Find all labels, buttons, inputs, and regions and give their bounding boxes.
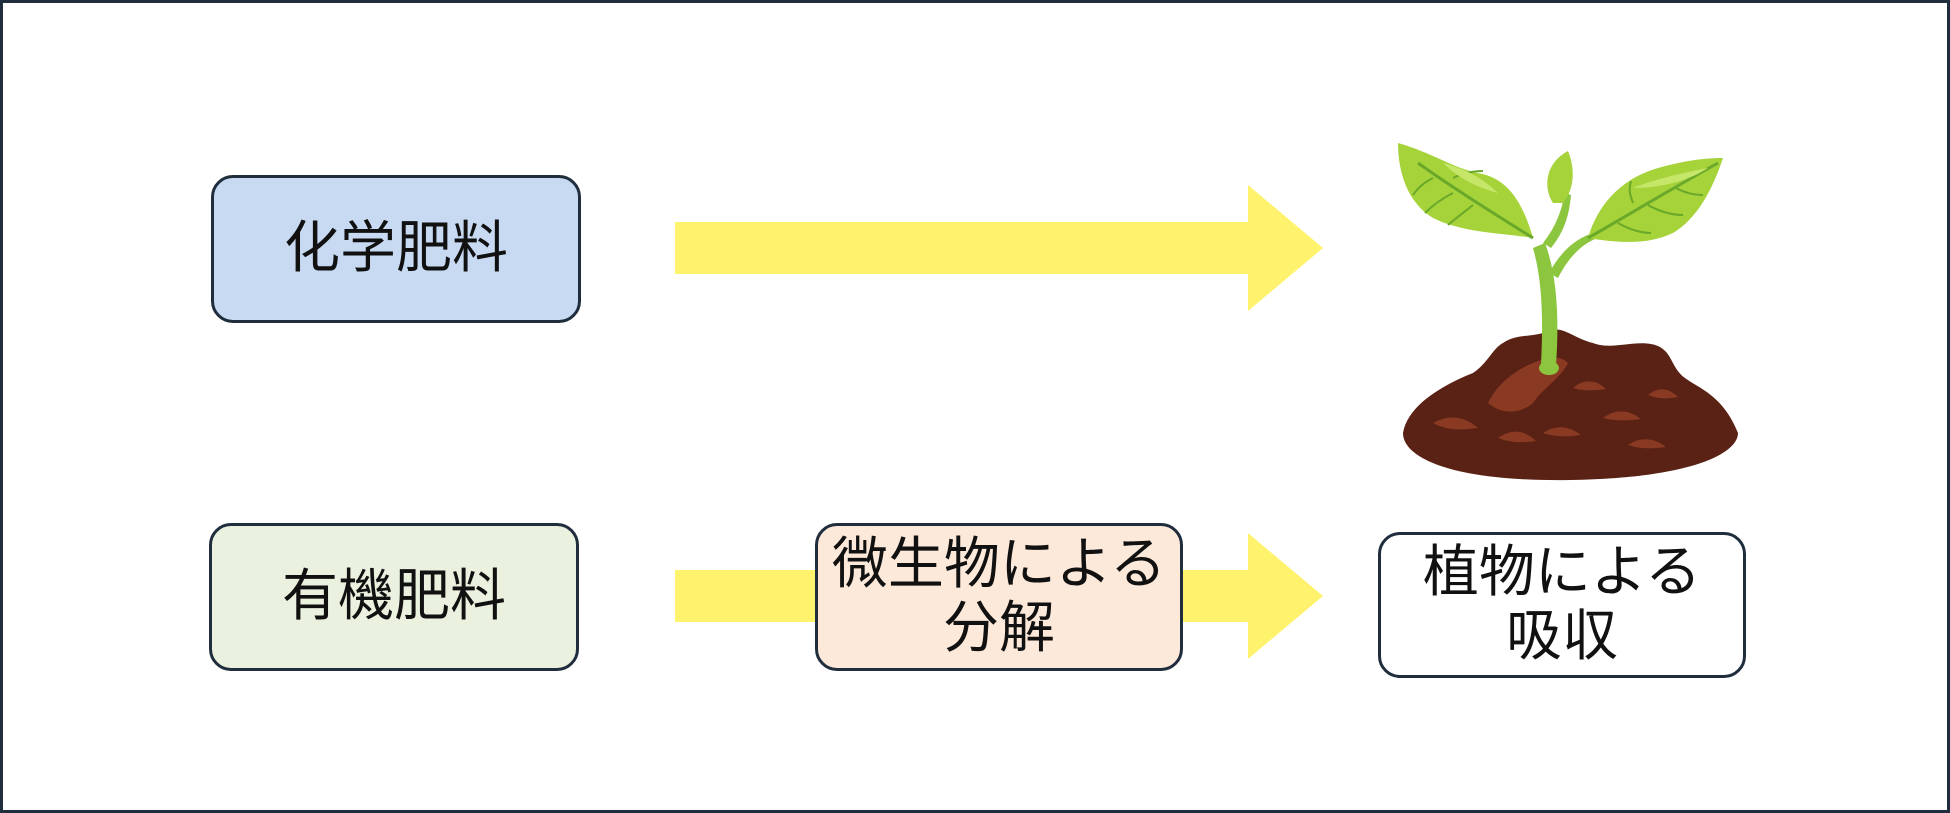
- chemical-fertilizer-box: 化学肥料: [211, 175, 581, 323]
- organic-fertilizer-box: 有機肥料: [209, 523, 579, 671]
- plant-absorption-label: 植物による 吸収: [1422, 539, 1702, 669]
- sprout-in-soil-icon: [1398, 143, 1738, 481]
- microbe-decomposition-label: 微生物による 分解: [831, 531, 1167, 661]
- organic-fertilizer-label: 有機肥料: [282, 563, 506, 629]
- microbe-decomposition-box: 微生物による 分解: [815, 523, 1183, 671]
- plant-absorption-box: 植物による 吸収: [1378, 532, 1746, 678]
- arrow-chemical-to-plant: [675, 185, 1323, 311]
- chemical-fertilizer-label: 化学肥料: [284, 215, 508, 281]
